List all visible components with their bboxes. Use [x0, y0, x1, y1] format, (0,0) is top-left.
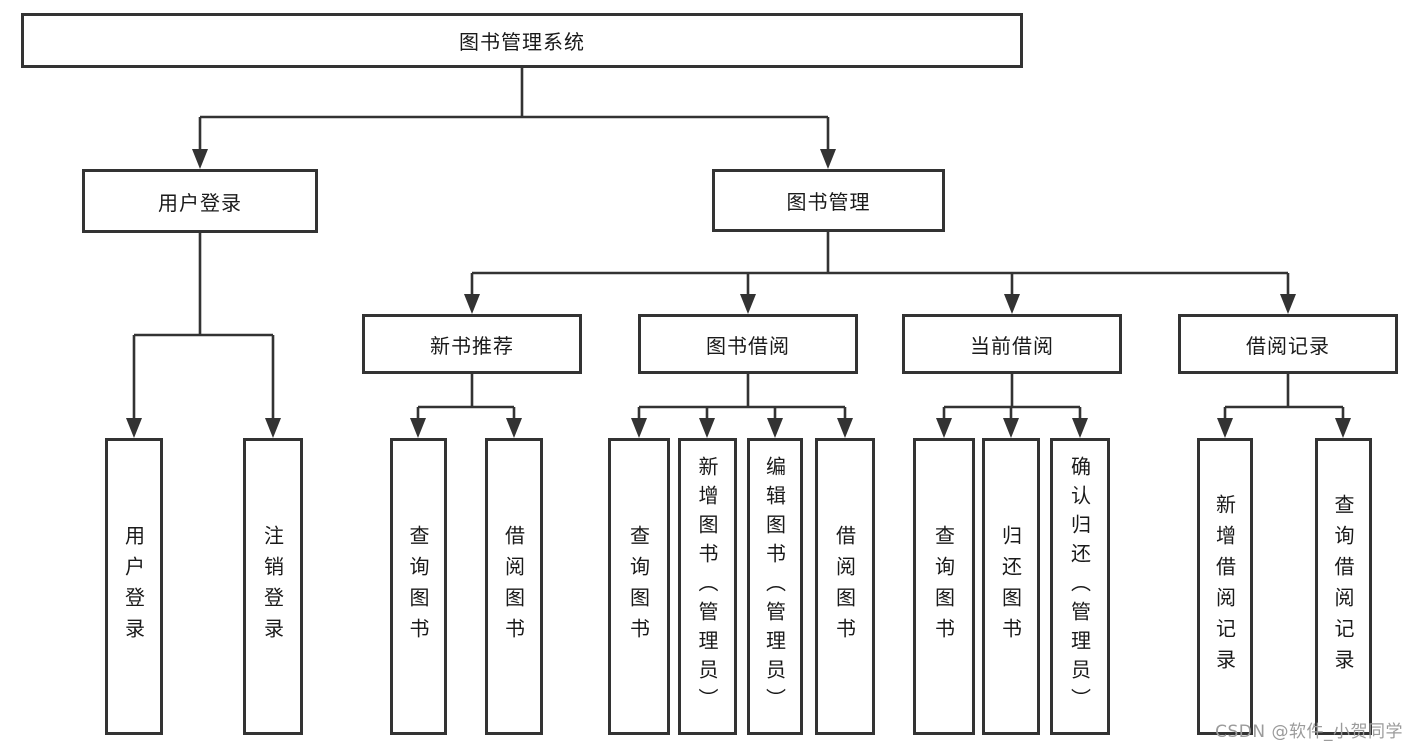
- node-leaf-confirm-return-admin: 确认归还（管理员）: [1050, 438, 1110, 735]
- node-leaf-borrow-books: 借阅图书: [485, 438, 543, 735]
- node-library-management-system: 图书管理系统: [21, 13, 1023, 68]
- node-user-login: 用户登录: [82, 169, 318, 233]
- node-new-book-recommendation: 新书推荐: [362, 314, 582, 374]
- node-leaf-edit-books-admin: 编辑图书（管理员）: [747, 438, 803, 735]
- node-leaf-query-borrow-record: 查询借阅记录: [1315, 438, 1372, 735]
- node-leaf-add-borrow-record: 新增借阅记录: [1197, 438, 1253, 735]
- node-leaf-query-books: 查询图书: [390, 438, 447, 735]
- arrow-heads: [126, 149, 1351, 438]
- node-leaf-query-books: 查询图书: [913, 438, 975, 735]
- node-leaf-user-login: 用户登录: [105, 438, 163, 735]
- csdn-watermark: CSDN @软件_小贺同学: [1215, 722, 1403, 742]
- node-book-management: 图书管理: [712, 169, 945, 232]
- node-leaf-logout: 注销登录: [243, 438, 303, 735]
- node-leaf-borrow-books: 借阅图书: [815, 438, 875, 735]
- node-book-borrowing: 图书借阅: [638, 314, 858, 374]
- node-leaf-query-books: 查询图书: [608, 438, 670, 735]
- node-current-borrowing: 当前借阅: [902, 314, 1122, 374]
- node-leaf-add-books-admin: 新增图书（管理员）: [678, 438, 737, 735]
- node-borrowing-records: 借阅记录: [1178, 314, 1398, 374]
- node-leaf-return-books: 归还图书: [982, 438, 1040, 735]
